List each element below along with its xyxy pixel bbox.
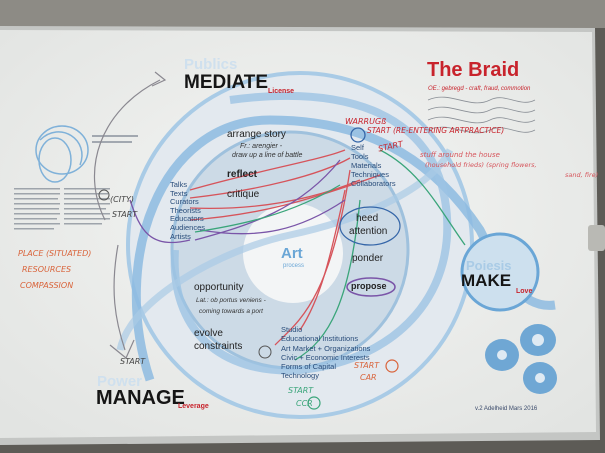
handwriting-car: START xyxy=(354,361,380,370)
list-item: Tools xyxy=(351,152,369,161)
number-circle-3 xyxy=(385,359,399,373)
small-braid-diagram xyxy=(35,125,89,183)
handwriting-start-re: START (RE-ENTERING ARTPRACTICE) xyxy=(367,126,505,135)
power-label: Power xyxy=(97,373,143,390)
opp-note-2: coming towards a port xyxy=(199,308,263,315)
number-circle-2-bottom xyxy=(258,345,272,359)
evolve-label: evolve xyxy=(194,328,223,339)
handwriting-car-2: CAR xyxy=(360,373,377,382)
list-item: Curators xyxy=(170,197,199,207)
list-item: Educational Institutions xyxy=(281,334,359,344)
list-item: Audiences xyxy=(170,222,206,232)
bottom-right-blobs xyxy=(485,324,557,394)
top-list: Self Tools Materials Techniques Collabor… xyxy=(351,143,396,188)
list-item: Texts xyxy=(170,188,188,198)
marker-lines-pink xyxy=(189,149,381,346)
list-item: Civic + Economic Interests xyxy=(281,352,370,362)
paragraph-left xyxy=(14,188,110,230)
bottom-list: Studio Educational Institutions Art Mark… xyxy=(281,325,370,381)
make-label: MAKE xyxy=(461,271,512,290)
handwriting-ccr-2: CCR xyxy=(296,399,313,408)
art-label: Art xyxy=(281,245,303,262)
propose-label: propose xyxy=(351,281,387,291)
braid-subtitle: OE.: gebregd - craft, fraud, commotion xyxy=(428,86,531,92)
left-list: Talks Texts Curators Theorists Educators… xyxy=(170,180,206,241)
list-item: Collaborators xyxy=(351,179,396,188)
propose-highlight xyxy=(346,277,396,297)
list-item: Educators xyxy=(170,214,204,224)
critique-label: critique xyxy=(227,189,260,200)
handwriting-stuff-2: (household frieds) (spring flowers, xyxy=(425,161,537,169)
constraints-label: constraints xyxy=(194,341,243,352)
number-circle-4 xyxy=(307,396,321,410)
mediate-label: MEDIATE xyxy=(184,72,269,93)
handwriting-ccr: START xyxy=(288,386,314,395)
publics-label: Publics xyxy=(184,56,238,73)
marker-lines-green xyxy=(194,149,466,361)
list-item: Art Market + Organizations xyxy=(281,343,371,353)
list-item: Techniques xyxy=(351,170,389,179)
list-item: Materials xyxy=(351,161,382,170)
arrange-story-label: arrange story xyxy=(227,129,286,140)
love-label: Love xyxy=(516,288,533,295)
list-item: Studio xyxy=(281,325,303,334)
handwriting-start-bottom: START xyxy=(120,357,146,366)
poiesis-circle xyxy=(460,232,540,312)
arrange-note-2: draw up a line of battle xyxy=(232,152,303,159)
handwriting-city-start: START xyxy=(112,210,138,219)
opportunity-label: opportunity xyxy=(194,282,244,293)
braid-ribbon-2 xyxy=(170,91,452,375)
handwriting-resources: RESOURCES xyxy=(22,265,72,274)
process-label: process xyxy=(283,263,305,269)
leverage-label: Leverage xyxy=(178,403,209,410)
heed-highlight xyxy=(339,206,401,246)
attention-label: attention xyxy=(349,226,388,237)
credit-text: v.2 Adelheid Mars 2016 xyxy=(475,406,538,412)
poiesis-label: Poiesis xyxy=(466,258,512,273)
list-item: Artists xyxy=(170,231,191,241)
braid-title: The Braid xyxy=(427,59,520,81)
opp-note-1: Lat.: ob portus veniens - xyxy=(196,297,266,304)
number-circle-5 xyxy=(350,127,366,143)
arrange-note-1: Fr.: arengier - xyxy=(240,143,283,150)
handwriting-place: PLACE (SITUATED) xyxy=(18,249,92,258)
hand-drawn-arrows xyxy=(93,71,167,359)
handwriting-stuff: stuff around the house xyxy=(420,151,500,159)
handwriting-warrug: WARRUGß xyxy=(345,117,387,126)
list-item: Talks xyxy=(170,180,188,189)
marker-lines-purple xyxy=(129,159,346,244)
ponder-label: ponder xyxy=(352,253,384,264)
list-item: Technology xyxy=(281,371,319,381)
list-item: Forms of Capital xyxy=(281,362,337,372)
list-item: Theorists xyxy=(170,205,201,215)
handwriting-city: (CITY) xyxy=(110,195,134,204)
manage-label: MANAGE xyxy=(96,387,185,409)
braid-ribbon-3 xyxy=(116,148,454,351)
license-label: License xyxy=(268,88,295,95)
braid-pattern xyxy=(427,96,536,134)
reflect-label: reflect xyxy=(227,169,258,180)
list-item: Self xyxy=(351,143,364,152)
handwriting-compassion: COMPASSION xyxy=(20,281,74,290)
number-circle-2-top xyxy=(98,189,110,201)
heed-label: heed xyxy=(356,213,379,224)
handwriting-stuff-3: sand, fire) xyxy=(565,171,599,179)
